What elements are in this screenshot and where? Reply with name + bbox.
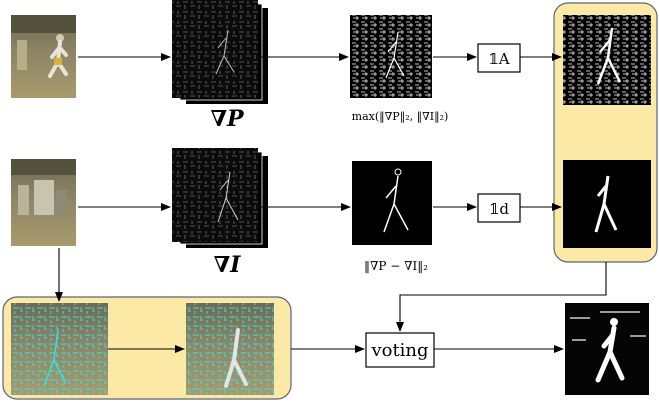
binary-mask-a xyxy=(563,15,651,105)
gradient-difference-map xyxy=(352,161,432,245)
indicator-d-label: 𝟙d xyxy=(489,200,509,218)
label-max-expression: max(‖∇P‖₂, ‖∇I‖₂) xyxy=(352,110,449,124)
background-frame-photo xyxy=(11,159,76,246)
binary-mask-d xyxy=(563,160,651,248)
indicator-d-box xyxy=(477,193,521,223)
label-difference-expression: ‖∇P − ∇I‖₂ xyxy=(364,259,428,273)
max-gradient-magnitude-map xyxy=(350,15,432,98)
gradient-p-edge-map xyxy=(172,0,268,104)
voting-label: voting xyxy=(370,340,428,361)
indicator-a-label: 𝟙A xyxy=(488,50,509,68)
input-frame-person-photo xyxy=(11,15,76,98)
cyan-edge-overlay-background xyxy=(11,303,108,395)
voting-box xyxy=(365,332,435,368)
cyan-edge-overlay-person xyxy=(186,303,274,395)
gradient-i-edge-map xyxy=(172,148,268,248)
arrow-masks-to-voting xyxy=(396,262,607,332)
indicator-a-box xyxy=(477,43,521,73)
label-grad-i: ∇I xyxy=(214,252,242,278)
label-grad-p: ∇P xyxy=(210,106,245,132)
flow-arrows xyxy=(55,53,607,353)
final-foreground-result xyxy=(565,303,649,395)
